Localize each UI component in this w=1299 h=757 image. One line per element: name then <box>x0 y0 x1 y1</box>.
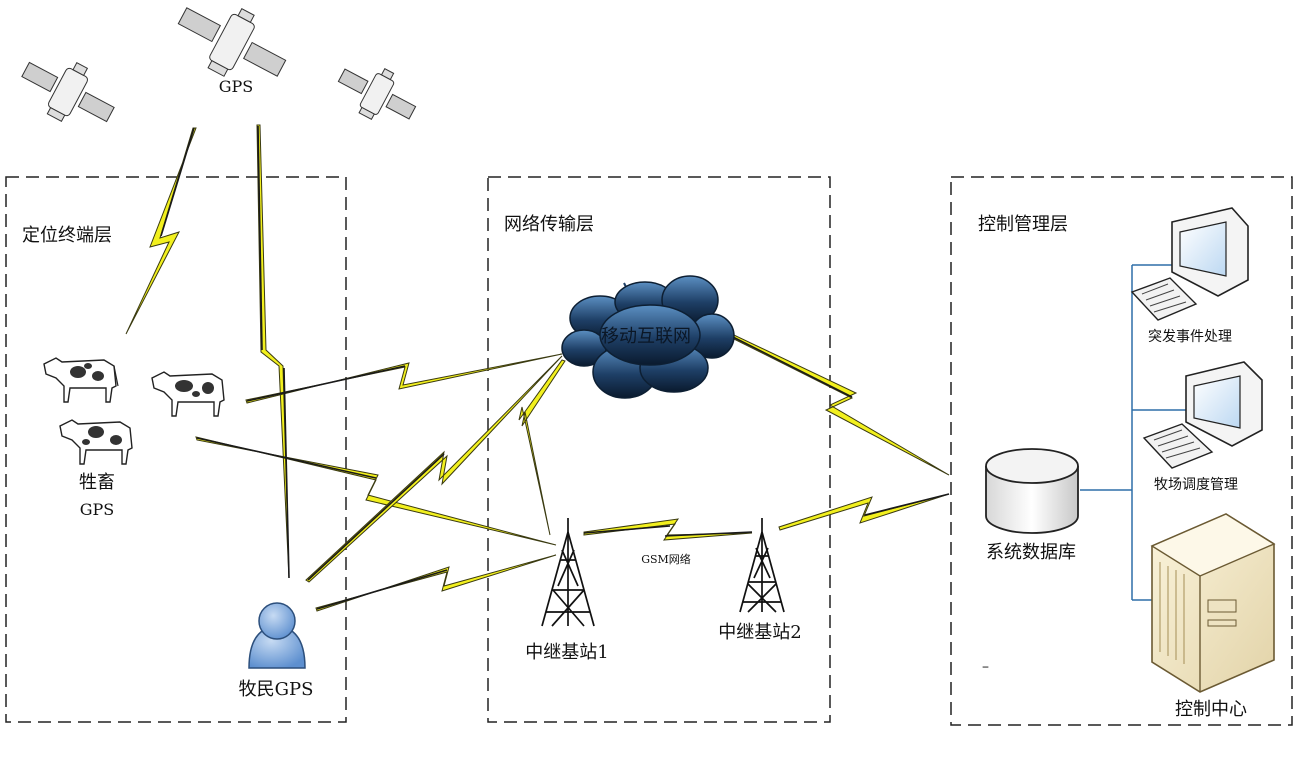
terminal-dispatch-label: 牧场调度管理 <box>1154 477 1238 493</box>
station-2-label: 中继基站2 <box>718 622 802 643</box>
terminal-layer-title: 定位终端层 <box>22 225 112 246</box>
computer-icon <box>1130 207 1249 321</box>
computer-icon <box>1142 361 1263 469</box>
cloud-icon <box>561 275 735 399</box>
livestock-label: 牲畜 <box>79 472 115 493</box>
cow-icon <box>151 371 225 417</box>
wireless-links <box>125 124 950 612</box>
terminal-layer-box <box>5 176 347 723</box>
tower-icon <box>541 518 595 627</box>
dash-mark: – <box>982 659 989 675</box>
wired-lines <box>160 125 950 610</box>
control-layer-title: 控制管理层 <box>978 214 1068 235</box>
herdsman-label: 牧民GPS <box>238 679 314 700</box>
person-icon <box>248 602 306 669</box>
satellite-icon <box>177 7 287 77</box>
database-icon <box>985 448 1079 534</box>
gsm-label: GSM网络 <box>641 553 691 566</box>
control-layer-box <box>950 176 1293 726</box>
database-label: 系统数据库 <box>986 542 1076 563</box>
station-1-label: 中继基站1 <box>525 642 609 663</box>
satellite-label: GPS <box>218 77 254 96</box>
cow-icon <box>59 419 133 465</box>
cow-icon <box>43 357 119 403</box>
server-label: 控制中心 <box>1175 699 1247 720</box>
satellite-icon <box>337 68 417 121</box>
server-icon <box>1150 513 1276 693</box>
terminal-emergency-label: 突发事件处理 <box>1148 329 1232 345</box>
control-tree-lines <box>1080 264 1186 601</box>
livestock-gps-label: GPS <box>79 500 115 519</box>
network-layer-title: 网络传输层 <box>504 214 594 235</box>
network-layer-box <box>487 176 831 723</box>
satellite-icon <box>21 61 115 123</box>
tower-icon <box>739 518 785 613</box>
cloud-label: 移动互联网 <box>601 326 691 347</box>
